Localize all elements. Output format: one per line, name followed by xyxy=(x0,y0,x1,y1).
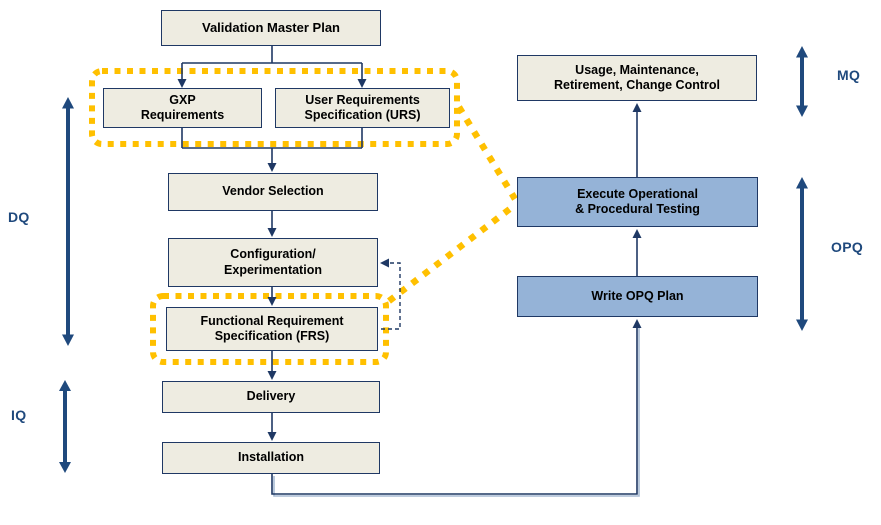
node-label-line2: Specification (URS) xyxy=(304,108,421,122)
arrowhead-to-delivery xyxy=(267,371,277,380)
arrowhead-to-frs xyxy=(267,297,277,306)
arrow-installation-to-opqplan xyxy=(271,327,638,495)
node-delivery: Delivery xyxy=(162,381,380,413)
node-label-line2: Requirements xyxy=(140,108,225,122)
requirements-highlight-outline xyxy=(89,68,460,147)
arrowhead-to-execute xyxy=(632,229,642,238)
phase-label-opq: OPQ xyxy=(831,239,864,255)
node-label: Delivery xyxy=(246,389,296,404)
node-label: Write OPQ Plan xyxy=(591,288,684,303)
node-configuration-experimentation: Configuration/ Experimentation xyxy=(168,238,378,287)
arrowhead-to-usage xyxy=(632,103,642,112)
node-label-line1: User Requirements xyxy=(305,92,420,107)
node-label-line2: Experimentation xyxy=(224,262,322,277)
node-label-line1: Execute Operational xyxy=(577,186,698,201)
node-installation: Installation xyxy=(162,442,380,474)
node-label: Vendor Selection xyxy=(222,184,324,199)
arrowhead-to-installation xyxy=(267,432,277,441)
dq-arrowhead-bottom xyxy=(62,334,74,346)
dq-arrowhead-top xyxy=(62,97,74,109)
arrowhead-to-opqplan xyxy=(632,319,642,328)
arrow-merge-to-vendor xyxy=(181,128,363,164)
node-label: Installation xyxy=(238,450,304,465)
node-execute-operational-procedural-testing: Execute Operational & Procedural Testing xyxy=(517,177,758,227)
node-user-requirements-specification: User Requirements Specification (URS) xyxy=(275,88,450,128)
highlight-connector-lower xyxy=(387,202,517,304)
iq-arrowhead-bottom xyxy=(59,462,71,473)
feedback-frs-to-config xyxy=(381,262,401,330)
node-usage-maintenance-retirement: Usage, Maintenance, Retirement, Change C… xyxy=(517,55,757,101)
mq-arrowhead-top xyxy=(796,46,808,58)
node-write-opq-plan: Write OPQ Plan xyxy=(517,276,758,317)
arrow-vmp-split xyxy=(181,46,363,80)
node-label-line1: Usage, Maintenance, xyxy=(575,62,699,77)
opq-arrowhead-bottom xyxy=(796,319,808,331)
arrowhead-to-config xyxy=(267,228,277,237)
phase-label-mq: MQ xyxy=(837,67,861,83)
node-validation-master-plan: Validation Master Plan xyxy=(161,10,381,46)
opq-arrowhead-top xyxy=(796,177,808,189)
node-label-line1: GXP xyxy=(169,92,196,107)
iq-arrowhead-top xyxy=(59,380,71,391)
node-functional-requirement-specification: Functional Requirement Specification (FR… xyxy=(166,307,378,351)
node-label-line2: Retirement, Change Control xyxy=(554,78,720,92)
phase-label-dq: DQ xyxy=(8,209,30,225)
node-label-line2: Specification (FRS) xyxy=(214,329,330,343)
phase-label-iq: IQ xyxy=(11,407,27,423)
node-vendor-selection: Vendor Selection xyxy=(168,173,378,211)
node-label-line1: Configuration/ xyxy=(230,247,316,262)
arrow-installation-to-opqplan-shadow xyxy=(273,325,640,497)
arrowhead-to-gxp xyxy=(177,79,187,88)
arrowhead-to-urs xyxy=(357,79,367,88)
node-label-line1: Functional Requirement xyxy=(200,313,344,328)
node-gxp-requirements: GXP Requirements xyxy=(103,88,262,128)
node-label: Validation Master Plan xyxy=(202,20,340,36)
highlight-connector-upper xyxy=(456,105,518,201)
arrowhead-to-vendor xyxy=(267,163,277,172)
arrowhead-feedback xyxy=(380,258,389,268)
frs-highlight-outline xyxy=(150,293,389,365)
node-label-line2: & Procedural Testing xyxy=(575,202,700,216)
mq-arrowhead-bottom xyxy=(796,105,808,117)
